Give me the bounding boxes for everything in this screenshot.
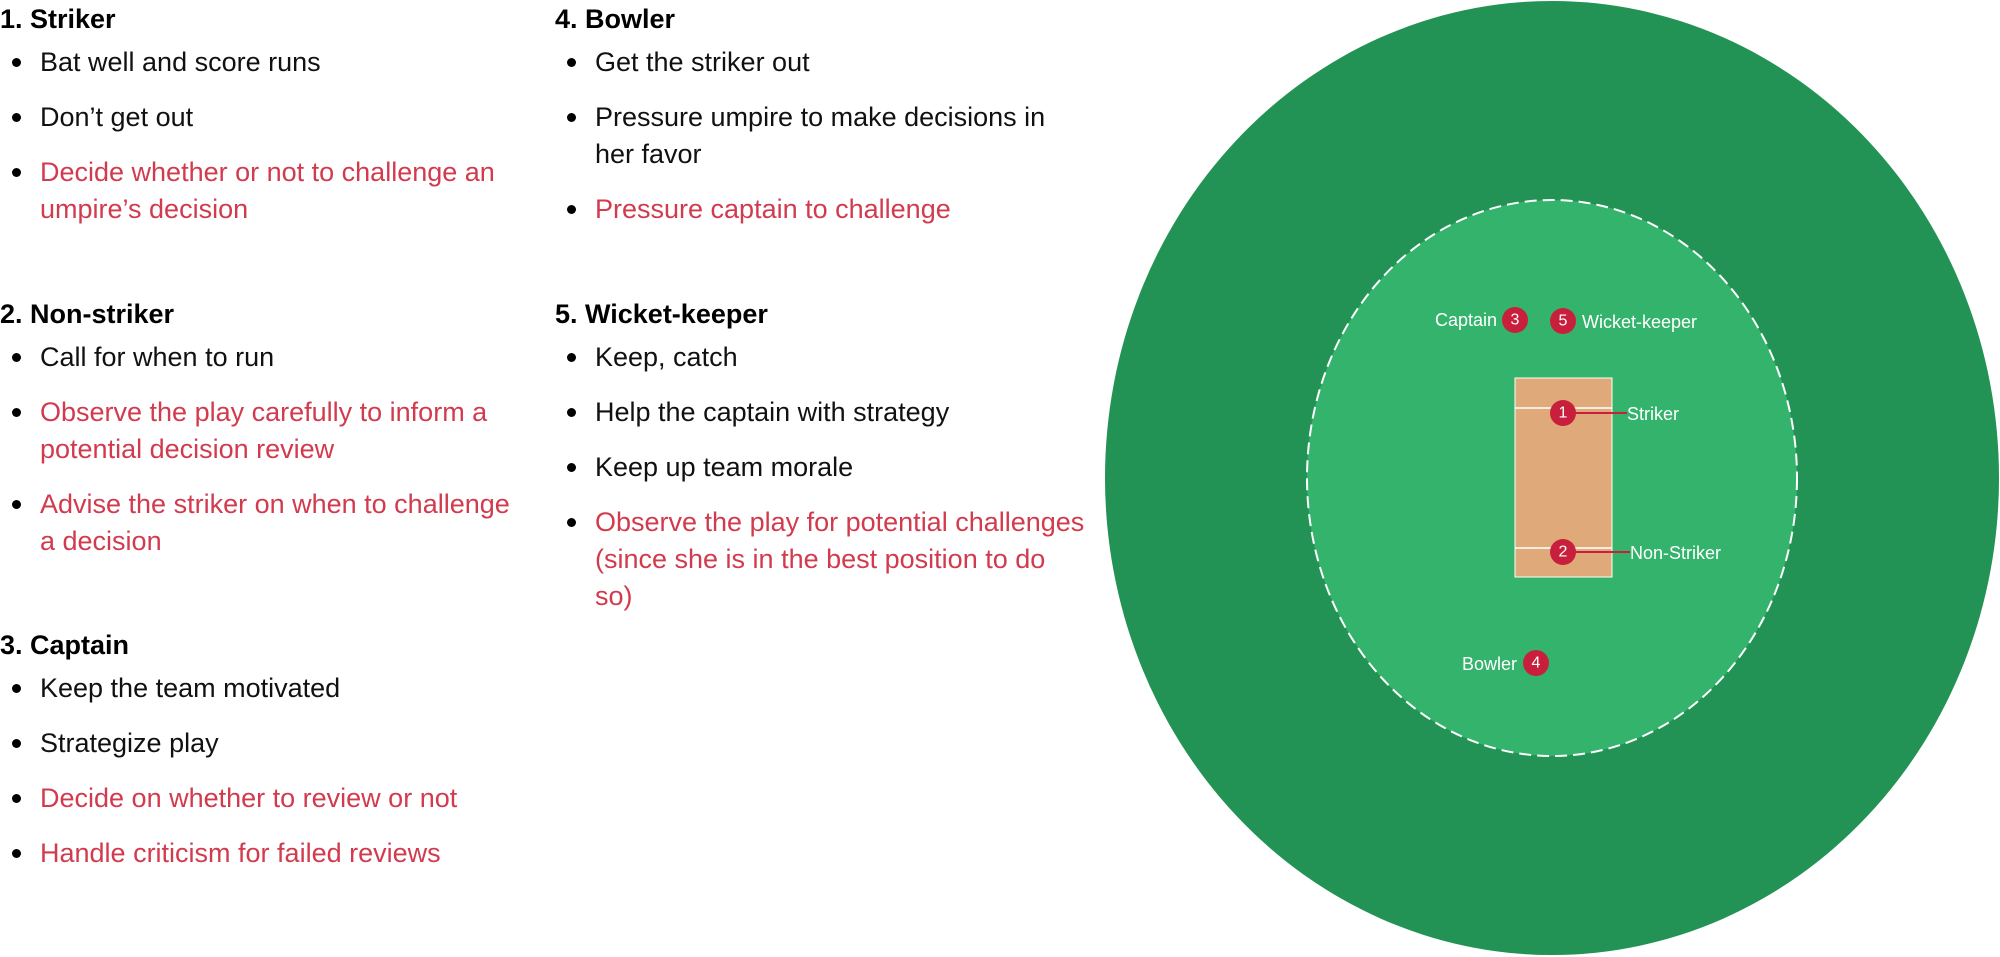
thirty-yard-circle	[1306, 199, 1798, 757]
non-striker-label: Non-Striker	[1630, 543, 1721, 563]
duty-item: Decide whether or not to challenge an um…	[0, 154, 530, 228]
striker-number: 1	[1559, 405, 1568, 422]
captain-number: 3	[1511, 312, 1520, 329]
wicket-keeper-number: 5	[1559, 313, 1568, 330]
role-title: 4. Bowler	[555, 4, 676, 34]
role-block-captain: 3. Captain Keep the team motivated Strat…	[0, 628, 530, 890]
duty-item: Bat well and score runs	[0, 44, 530, 81]
wicket-keeper-label: Wicket-keeper	[1582, 312, 1697, 332]
duty-item: Help the captain with strategy	[555, 394, 1085, 431]
duty-item: Pressure captain to challenge	[555, 191, 1085, 228]
duty-list: Get the striker out Pressure umpire to m…	[555, 44, 1085, 228]
role-block-wicket-keeper: 5. Wicket-keeper Keep, catch Help the ca…	[555, 297, 1085, 633]
duty-item: Advise the striker on when to challenge …	[0, 486, 530, 560]
bowler-number: 4	[1532, 655, 1541, 672]
role-block-bowler: 4. Bowler Get the striker out Pressure u…	[555, 2, 1085, 246]
duty-item: Decide on whether to review or not	[0, 780, 530, 817]
striker-marker	[1550, 400, 1576, 426]
bowler-label: Bowler	[1462, 654, 1517, 674]
duty-item: Observe the play for potential challenge…	[555, 504, 1085, 615]
duty-item: Keep up team morale	[555, 449, 1085, 486]
role-block-striker: 1. Striker Bat well and score runs Don’t…	[0, 2, 530, 246]
duty-item: Don’t get out	[0, 99, 530, 136]
wicket-keeper-marker	[1550, 308, 1576, 334]
role-title: 5. Wicket-keeper	[555, 299, 768, 329]
duty-item: Call for when to run	[0, 339, 530, 376]
bowler-marker	[1523, 650, 1549, 676]
duty-list: Call for when to run Observe the play ca…	[0, 339, 530, 560]
role-title: 2. Non-striker	[0, 299, 175, 329]
duty-item: Strategize play	[0, 725, 530, 762]
duty-item: Keep, catch	[555, 339, 1085, 376]
role-title: 1. Striker	[0, 4, 116, 34]
captain-label: Captain	[1435, 310, 1497, 330]
non-striker-marker	[1550, 539, 1576, 565]
role-title: 3. Captain	[0, 630, 130, 660]
duty-item: Observe the play carefully to inform a p…	[0, 394, 530, 468]
role-block-non-striker: 2. Non-striker Call for when to run Obse…	[0, 297, 530, 578]
duty-list: Keep the team motivated Strategize play …	[0, 670, 530, 872]
striker-label: Striker	[1627, 404, 1679, 424]
duty-item: Keep the team motivated	[0, 670, 530, 707]
captain-marker	[1502, 307, 1528, 333]
duty-item: Handle criticism for failed reviews	[0, 835, 530, 872]
duty-item: Get the striker out	[555, 44, 1085, 81]
cricket-field-diagram: Captain 3 5 Wicket-keeper 1 Striker 2 No…	[1105, 1, 1999, 955]
duty-item: Pressure umpire to make decisions in her…	[555, 99, 1085, 173]
duty-list: Keep, catch Help the captain with strate…	[555, 339, 1085, 615]
non-striker-number: 2	[1559, 544, 1568, 561]
duty-list: Bat well and score runs Don’t get out De…	[0, 44, 530, 228]
